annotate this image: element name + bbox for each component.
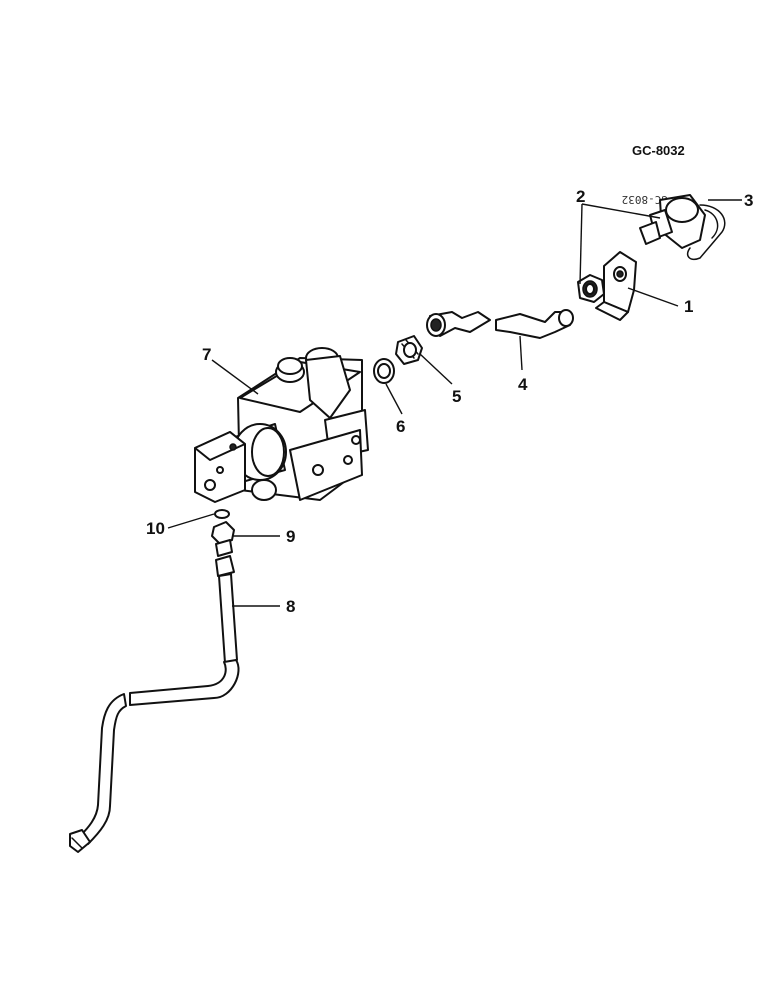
elbow-adapter <box>211 521 235 557</box>
leader-lines <box>167 199 742 607</box>
nut <box>577 274 605 303</box>
control-valve <box>194 347 369 503</box>
callout-2: 2 <box>576 187 585 206</box>
o-ring-washer <box>373 358 395 384</box>
callout-10: 10 <box>146 519 165 538</box>
callout-7: 7 <box>202 345 211 364</box>
callout-5: 5 <box>452 387 461 406</box>
o-ring <box>214 509 230 519</box>
coupler-stamp: GC-8032 <box>622 193 668 206</box>
adapter-fitting <box>395 335 423 365</box>
callout-3: 3 <box>744 191 753 210</box>
callouts: 1 2 3 4 5 6 7 8 9 10 <box>146 187 753 616</box>
callout-6: 6 <box>396 417 405 436</box>
drawing-id: GC-8032 <box>632 143 685 158</box>
callout-1: 1 <box>684 297 693 316</box>
hydraulic-tube-lower <box>69 555 240 853</box>
callout-4: 4 <box>518 375 528 394</box>
coupler-with-dust-cap: GC-8032 <box>622 193 726 260</box>
callout-8: 8 <box>286 597 295 616</box>
callout-9: 9 <box>286 527 295 546</box>
hydraulic-tube-upper <box>426 309 574 339</box>
mounting-bracket <box>595 251 637 321</box>
